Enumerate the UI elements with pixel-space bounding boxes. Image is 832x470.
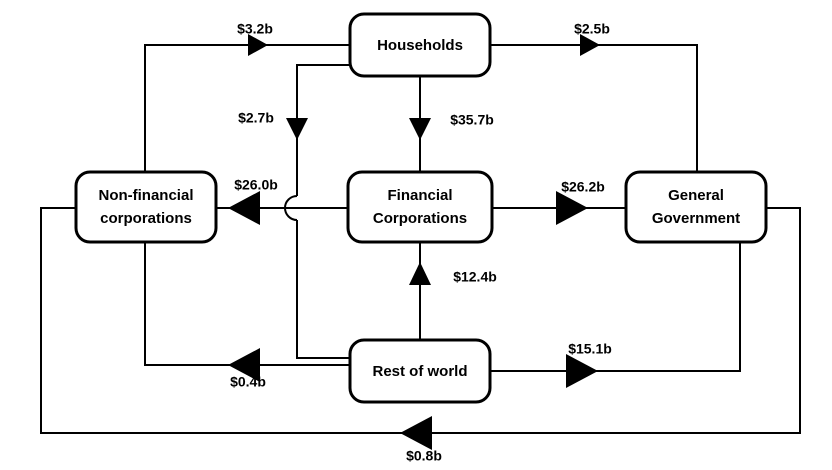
node-rest-of-world[interactable]: Rest of world — [348, 338, 492, 404]
arrowhead-3-2b — [248, 34, 268, 56]
edge-households-to-nonfinancial: $3.2b — [144, 21, 350, 174]
arrowhead-0-4b — [228, 348, 260, 382]
edge-path-0-4b — [144, 242, 350, 366]
node-financial-corporations-box[interactable] — [346, 170, 494, 244]
edge-label-26-0b: $26.0b — [234, 177, 278, 193]
edge-label-0-8b: $0.8b — [406, 448, 442, 464]
edge-path-2-5b — [490, 44, 698, 174]
edge-restofworld-to-nonfinancial: $0.4b — [144, 242, 350, 390]
edge-label-3-2b: $3.2b — [237, 21, 273, 37]
node-rest-of-world-box[interactable] — [348, 338, 492, 404]
node-nonfinancial-corporations-label-line2: corporations — [100, 210, 192, 227]
edge-label-26-2b: $26.2b — [561, 179, 605, 195]
node-general-government-label-line1: General — [668, 187, 724, 204]
node-general-government-label-line2: Government — [652, 210, 740, 227]
node-households-label: Households — [377, 37, 463, 54]
node-households-box[interactable] — [348, 12, 492, 78]
edge-path-2-7b-upper — [296, 64, 350, 196]
arrowhead-12-4b — [409, 262, 431, 285]
edge-financial-to-government: $26.2b — [492, 179, 626, 225]
edge-government-to-nonfinancial: $0.8b — [40, 207, 801, 464]
edge-path-15-1b — [490, 242, 741, 372]
edge-label-2-5b: $2.5b — [574, 21, 610, 37]
node-financial-corporations[interactable]: Financial Corporations — [346, 170, 494, 244]
node-rest-of-world-label: Rest of world — [372, 363, 467, 380]
edge-restofworld-to-financial: $12.4b — [409, 242, 497, 340]
edge-label-12-4b: $12.4b — [453, 269, 497, 285]
node-households[interactable]: Households — [348, 12, 492, 78]
edge-label-35-7b: $35.7b — [450, 112, 494, 128]
edge-label-15-1b: $15.1b — [568, 341, 612, 357]
edge-financial-to-nonfinancial: $26.0b — [216, 177, 348, 225]
edge-households-to-financial: $35.7b — [409, 76, 494, 172]
arrowhead-0-8b — [400, 416, 432, 450]
edge-path-2-7b-lower — [296, 220, 350, 359]
node-nonfinancial-corporations[interactable]: Non-financial corporations — [74, 170, 218, 244]
node-financial-corporations-label-line2: Corporations — [373, 210, 467, 227]
arrowhead-2-5b — [580, 34, 600, 56]
node-nonfinancial-corporations-box[interactable] — [74, 170, 218, 244]
edge-path-3-2b — [144, 44, 350, 174]
arrowhead-2-7b — [286, 118, 308, 140]
arrowhead-35-7b — [409, 118, 431, 140]
node-nonfinancial-corporations-label-line1: Non-financial — [98, 187, 193, 204]
node-general-government[interactable]: General Government — [624, 170, 768, 244]
arrowhead-26-2b — [556, 191, 588, 225]
edge-label-0-4b: $0.4b — [230, 374, 266, 390]
edge-label-2-7b: $2.7b — [238, 110, 274, 126]
edge-households-to-nonfinancial-down: $2.7b — [238, 64, 350, 359]
arrowhead-26-0b — [228, 191, 260, 225]
arrowhead-15-1b — [566, 354, 598, 388]
node-financial-corporations-label-line1: Financial — [387, 187, 452, 204]
edge-restofworld-to-government: $15.1b — [490, 242, 741, 388]
edge-households-to-government: $2.5b — [490, 21, 698, 174]
node-general-government-box[interactable] — [624, 170, 768, 244]
